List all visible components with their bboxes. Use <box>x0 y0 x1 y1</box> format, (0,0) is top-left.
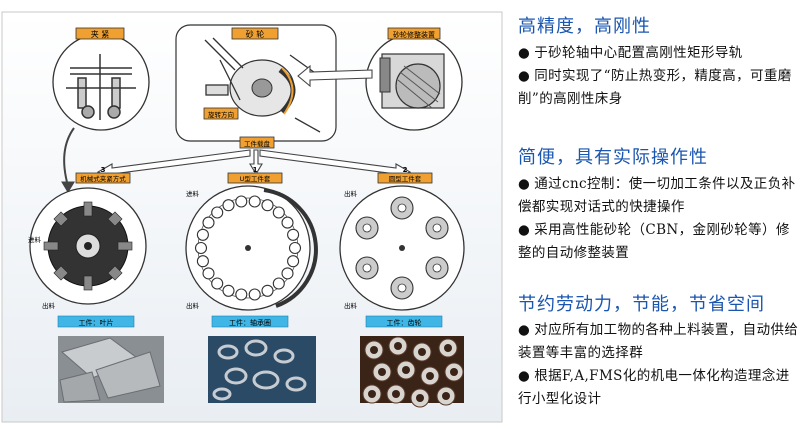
flow-arrows <box>61 64 412 194</box>
bullet-text: 于砂轮轴中心配置高刚性矩形导轨 <box>534 45 743 61</box>
carrier-hole <box>202 216 215 229</box>
bearing-photo <box>208 336 316 403</box>
bullet-glyph: ● <box>518 176 531 192</box>
bullet-text: 采用高性能砂轮（CBN，金刚砂轮等）修整的自动修整装置 <box>518 222 790 261</box>
work-blade-label: 工件：叶片 <box>79 318 114 327</box>
bullet-glyph: ● <box>518 322 531 338</box>
carrier-hole <box>261 199 274 212</box>
feature-bullet-3-2: ●根据F,A,FMS化的机电一体化构造理念进行小型化设计 <box>518 365 803 411</box>
feature-bullet-1-1: ●于砂轮轴中心配置高刚性矩形导轨 <box>518 42 803 65</box>
carrier-hole <box>235 288 248 301</box>
bullet-glyph: ● <box>518 68 531 84</box>
grinding-wheel-detail <box>175 24 337 142</box>
round-carrier <box>339 185 465 311</box>
work-carrier-label: 工件载盘 <box>244 139 271 148</box>
grinding-wheel-label: 砂 轮 <box>246 29 265 39</box>
blade-photo <box>58 336 164 403</box>
method2-label: 圆型工件套 <box>389 174 422 183</box>
rotation-direction-label: 旋转方向 <box>208 110 234 119</box>
feature-heading-saving: 节约劳动力，节能，节省空间 <box>518 294 765 315</box>
feature-bullet-2-1: ●通过cnc控制：使一切加工条件以及正负补偿都实现对话式的快捷操作 <box>518 173 803 219</box>
feature-heading-precision: 高精度，高刚性 <box>518 16 651 37</box>
carrier-hole <box>288 241 302 255</box>
carrier-hole <box>194 241 208 255</box>
feature-bullet-3-1: ●对应所有加工物的各种上料装置，自动供给装置等丰富的选择群 <box>518 319 803 365</box>
carrier-hole <box>202 267 215 280</box>
carrier-hole <box>196 255 209 268</box>
bullet-glyph: ● <box>518 222 531 238</box>
bullet-text: 根据F,A,FMS化的机电一体化构造理念进行小型化设计 <box>518 368 790 407</box>
clamp-label: 夹 紧 <box>91 29 110 39</box>
wheel-dressing-label: 砂轮修整装置 <box>393 30 435 39</box>
method3-number: 3 <box>101 166 106 174</box>
carrier-hole <box>248 195 261 208</box>
carrier-hole <box>211 277 224 290</box>
method2-number: 2 <box>403 166 408 174</box>
bullet-glyph: ● <box>518 45 531 61</box>
gear-photo <box>360 336 464 408</box>
feature-heading-usability: 简便，具有实际操作性 <box>518 147 708 168</box>
carrier-hole <box>211 206 224 219</box>
feature-bullet-1-2: ●同时实现了“防止热变形，精度高，可重磨削”的高刚性床身 <box>518 65 803 111</box>
carrier-hole <box>287 228 300 241</box>
carrier-hole <box>248 288 261 301</box>
bullet-text: 对应所有加工物的各种上料装置，自动供给装置等丰富的选择群 <box>518 322 799 361</box>
bullet-text: 同时实现了“防止热变形，精度高，可重磨削”的高刚性床身 <box>518 68 792 107</box>
bullet-glyph: ● <box>518 368 531 384</box>
feature-bullet-2-2: ●采用高性能砂轮（CBN，金刚砂轮等）修整的自动修整装置 <box>518 219 803 265</box>
carrier-hole <box>272 206 285 219</box>
feed-out-label-c: 出料 <box>344 189 358 198</box>
carrier-hole <box>281 216 294 229</box>
carrier-hole <box>272 277 285 290</box>
wheel-dressing-detail <box>365 33 463 131</box>
mechanical-clamp-carrier <box>29 187 147 305</box>
method1-number: 1 <box>253 166 258 174</box>
feed-out-label-b: 出料 <box>186 301 200 310</box>
method3-label: 机械式夹紧方式 <box>80 174 126 183</box>
u-shaped-carrier <box>185 185 318 311</box>
work-bearing-label: 工件：轴承圈 <box>229 318 271 327</box>
carrier-hole <box>287 255 300 268</box>
feed-in-label-b: 进料 <box>186 189 200 198</box>
work-gear-label: 工件：齿轮 <box>387 318 422 327</box>
feed-out-label-a: 出料 <box>42 301 56 310</box>
method1-label: U型工件套 <box>240 174 271 183</box>
feed-out-label-d: 出料 <box>344 301 358 310</box>
bullet-text: 通过cnc控制：使一切加工条件以及正负补偿都实现对话式的快捷操作 <box>518 176 796 215</box>
carrier-hole <box>196 228 209 241</box>
carrier-hole <box>222 284 235 297</box>
carrier-hole <box>281 267 294 280</box>
carrier-hole <box>261 284 274 297</box>
feed-in-label-a: 进料 <box>28 235 42 244</box>
clamp-detail <box>52 33 150 131</box>
carrier-hole <box>222 199 235 212</box>
carrier-hole <box>235 195 248 208</box>
